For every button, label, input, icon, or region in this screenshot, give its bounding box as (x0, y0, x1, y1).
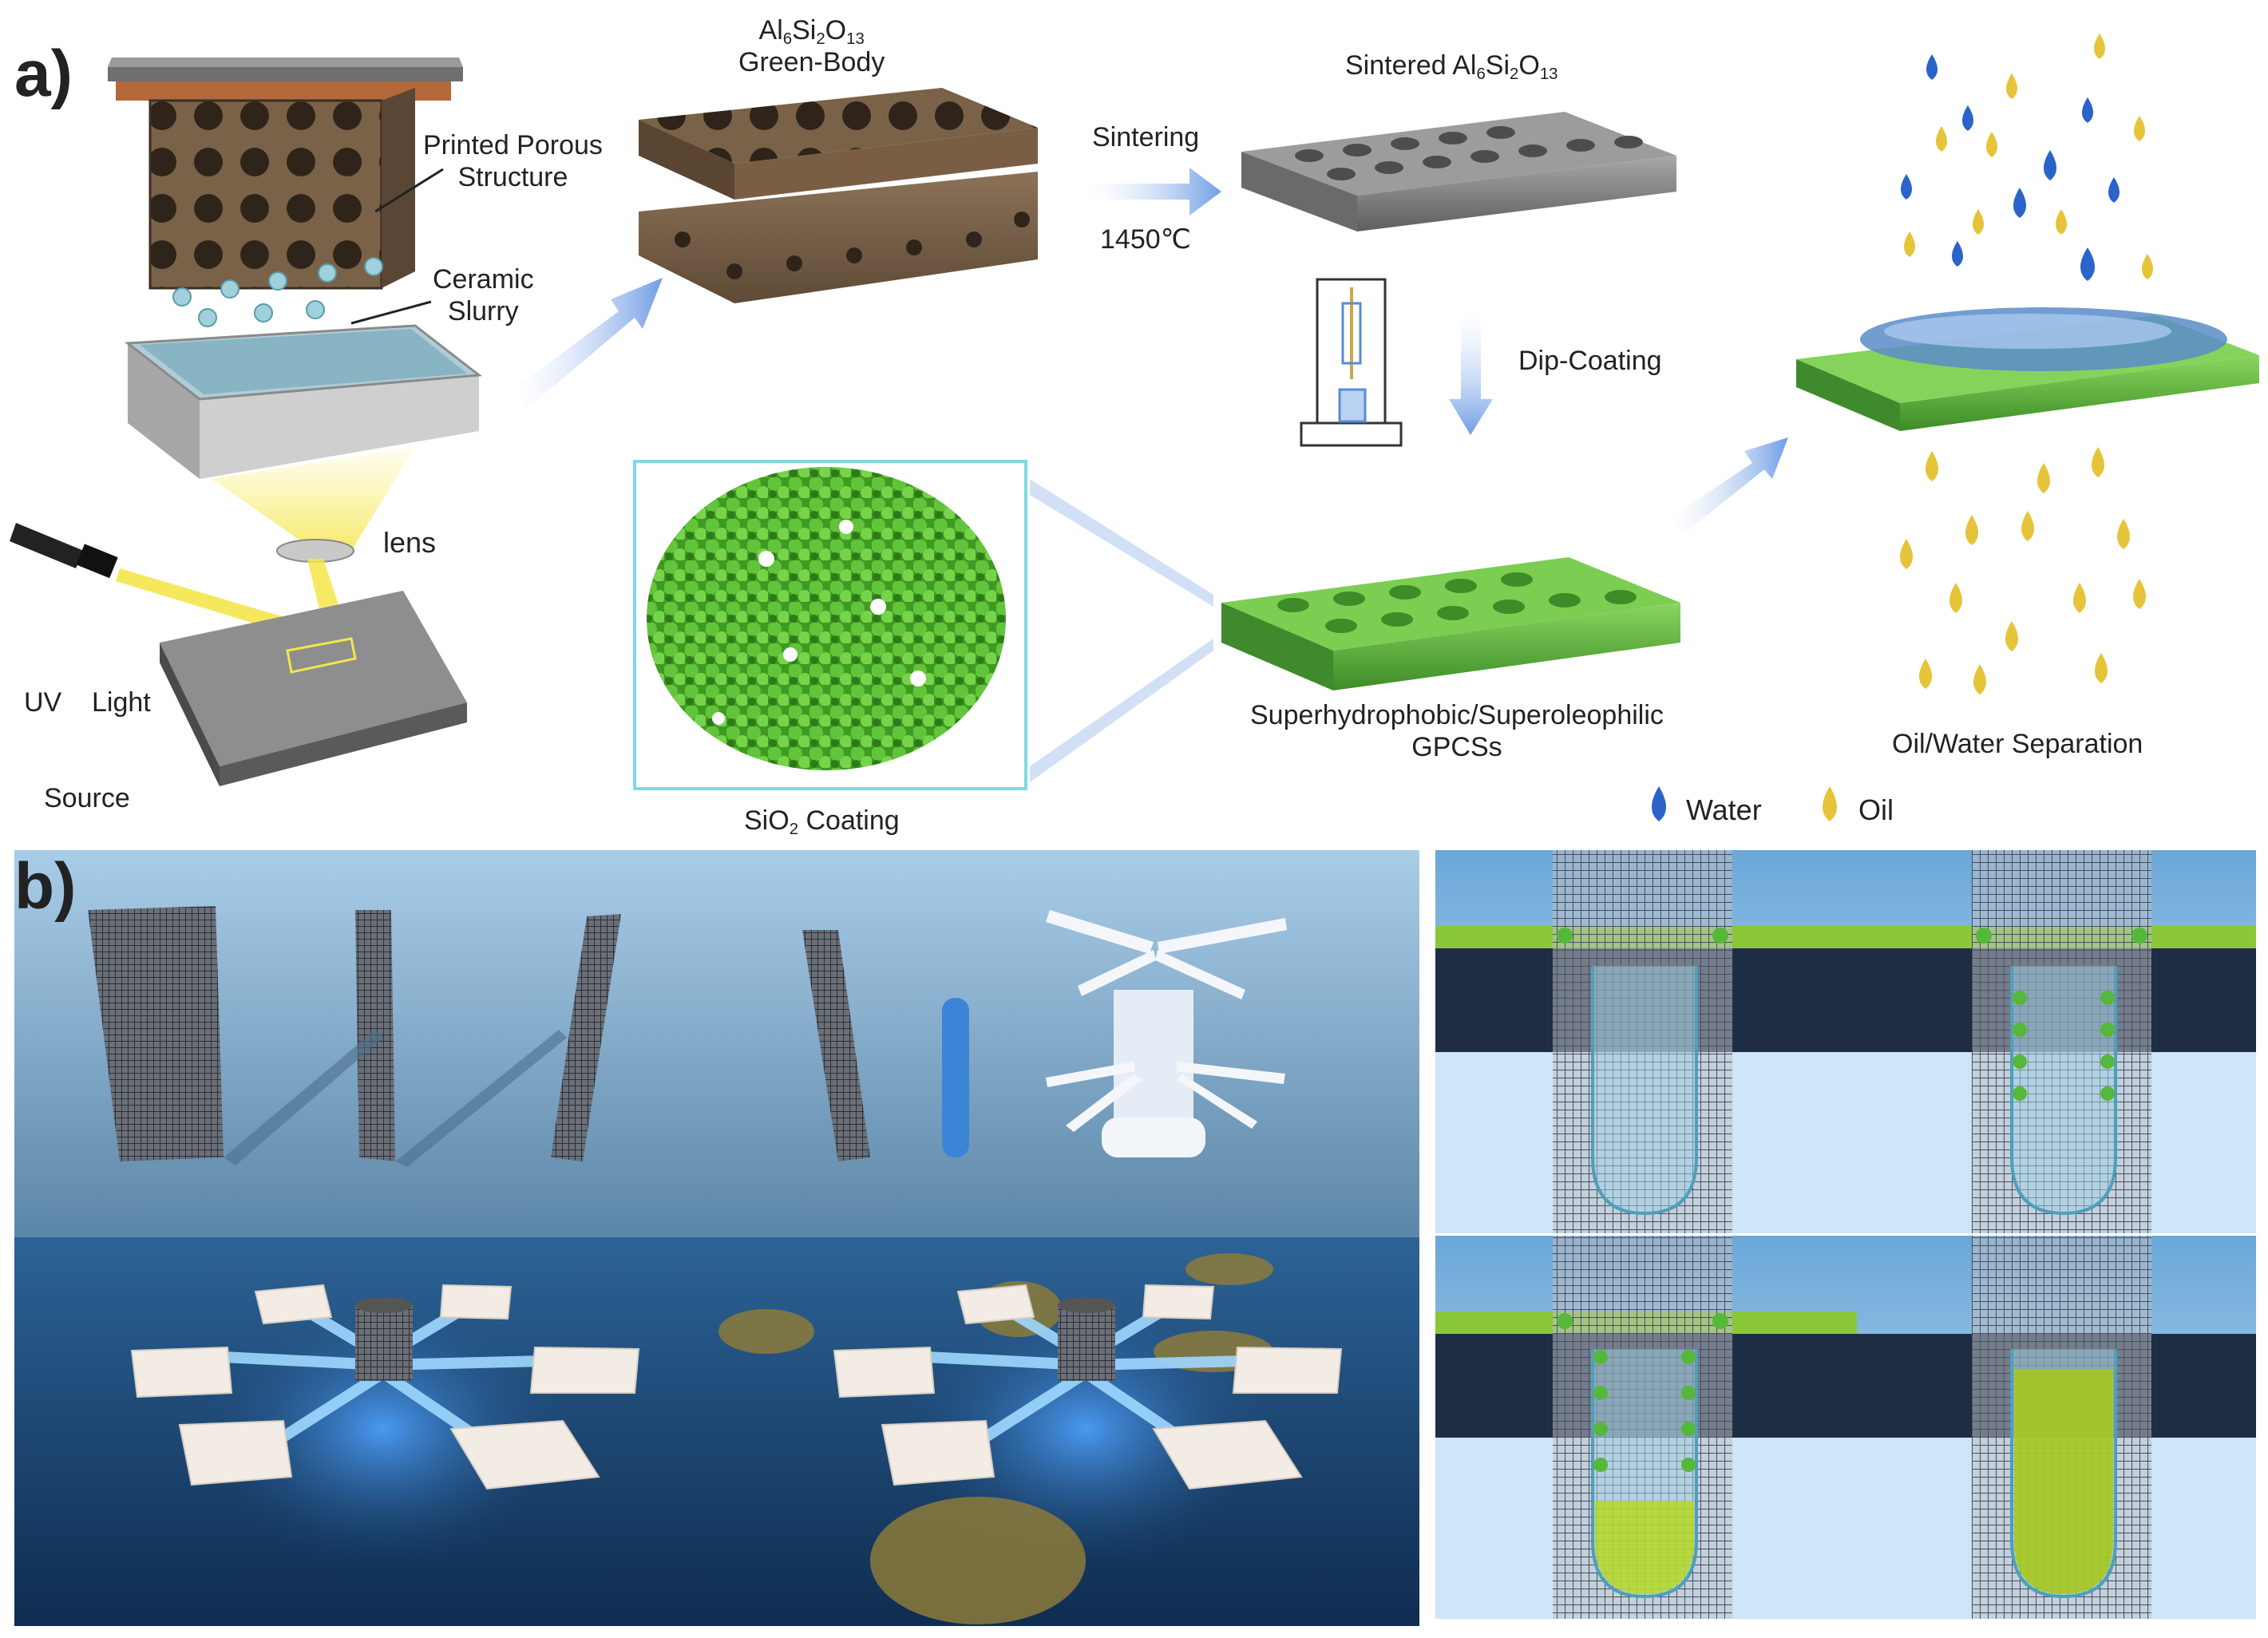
legend-oil-drop-icon (1823, 786, 1837, 821)
lens-icon (276, 539, 354, 563)
panel-label-a: a) (14, 38, 73, 110)
green-body-lower (639, 172, 1038, 303)
printed-porous-line1: Printed Porous (423, 130, 603, 160)
scene-filters-sea (14, 850, 721, 1237)
arrow-icon-sintering (1086, 168, 1221, 216)
callout-line-slurry (350, 300, 432, 325)
green-body-formula: Al6Si2O13 (758, 15, 865, 49)
sintered-label: Sintered Al6Si2O13 (1345, 50, 1558, 84)
arrow-icon-to-separation (1668, 437, 1788, 533)
uv-line2: Source (44, 783, 130, 813)
dip-coating-label: Dip-Coating (1518, 346, 1662, 376)
green-body-upper (639, 88, 1038, 200)
scene-floating-device-oil (718, 1237, 1419, 1626)
printed-porous-structure (148, 88, 415, 290)
uv-light-source-label: UV Light Source (24, 623, 151, 846)
sio2-coating-label: SiO2 Coating (744, 805, 900, 839)
lens-label: lens (383, 526, 437, 559)
oil-drops-below (1900, 447, 2146, 694)
legend-oil-label: Oil (1858, 793, 1894, 826)
uv-beam-up (212, 447, 415, 551)
sio2-coating-image (633, 460, 1027, 790)
oil-water-separation-label: Oil/Water Separation (1892, 729, 2143, 759)
legend-water-drop-icon (1652, 786, 1666, 821)
scene-floating-device (14, 1237, 721, 1626)
panel-label-b: b) (14, 850, 77, 923)
arrow-icon-to-green-body (511, 278, 663, 409)
temperature-label: 1450℃ (1100, 224, 1191, 255)
mirror-platform (160, 591, 467, 786)
printed-porous-line2: Structure (457, 162, 568, 192)
green-body-label: Al6Si2O13 Green-Body (738, 14, 885, 78)
printed-porous-label: Printed Porous Structure (423, 129, 603, 193)
gpcs-line1: Superhydrophobic/Superoleophilic (1250, 700, 1664, 730)
water-drop-icon (1901, 54, 2120, 281)
scene-objects (721, 850, 1419, 1237)
gpcs-coated-plate (1221, 557, 1680, 690)
gpcs-label: Superhydrophobic/Superoleophilic GPCSs (1250, 699, 1664, 763)
zoom-line-top (1030, 479, 1213, 607)
drops-above (1901, 34, 2153, 281)
slurry-droplets (172, 257, 383, 327)
legend-water-label: Water (1686, 793, 1762, 826)
zoom-line-bottom (1030, 639, 1213, 782)
dip-coating-apparatus (1300, 278, 1403, 447)
sintered-plate (1241, 112, 1676, 231)
ceramic-line2: Slurry (447, 296, 519, 326)
oil-drop-icon (1904, 34, 2153, 279)
uv-light-source-device (10, 523, 118, 579)
arrow-icon-dip-coating (1449, 307, 1493, 435)
test-tube-sequence (1435, 850, 2256, 1619)
slurry-tank (124, 324, 482, 479)
callout-line-porous (374, 168, 444, 213)
separation-plate (1796, 307, 2259, 431)
ceramic-line1: Ceramic (433, 264, 534, 295)
uv-line1: UV Light (24, 687, 151, 718)
gpcs-line2: GPCSs (1411, 732, 1502, 762)
sintering-label: Sintering (1092, 122, 1200, 152)
green-body-line2: Green-Body (738, 47, 885, 77)
ceramic-slurry-label: Ceramic Slurry (433, 263, 534, 327)
